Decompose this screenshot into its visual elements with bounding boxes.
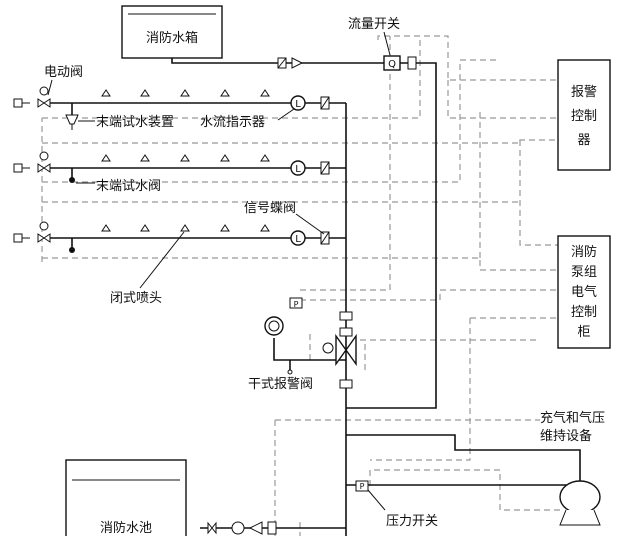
sprinkler-head xyxy=(140,224,150,232)
end-test-device-label: 末端试水装置 xyxy=(96,115,174,130)
sprinkler-head xyxy=(140,89,150,97)
sprinkler-head xyxy=(180,154,190,162)
motor-valve-label: 电动阀 xyxy=(44,65,83,80)
motor-valve-icon xyxy=(37,151,51,173)
water-motor-icon xyxy=(322,342,334,354)
inlet-connector-icon xyxy=(13,233,23,243)
fire-pump-icon xyxy=(231,521,245,535)
alarm-controller-line-2: 控制 xyxy=(571,109,597,124)
closed-sprinkler-label: 闭式喷头 xyxy=(110,291,162,306)
motor-valve-icon xyxy=(37,221,51,243)
check-valve-icon xyxy=(291,57,304,69)
sprinkler-head xyxy=(101,224,111,232)
butterfly-valve-icon xyxy=(320,96,330,110)
pressure-switch-icon xyxy=(289,297,303,309)
dry-alarm-valve-group: P 干式报警阀 xyxy=(248,297,357,392)
flow-switch-mark: Q xyxy=(388,59,396,70)
sprinkler-head xyxy=(180,224,190,232)
flow-indicator-mark: L xyxy=(295,164,301,175)
sprinkler-head xyxy=(220,224,230,232)
pump-assembly xyxy=(207,521,277,535)
motor-valve-icon xyxy=(37,86,51,108)
flow-switch-label: 流量开关 xyxy=(348,17,400,32)
inlet-connector-icon xyxy=(13,98,23,108)
motor-valves xyxy=(37,86,51,243)
pump-cabinet-line-4: 控制 xyxy=(571,305,597,320)
pressure-mark: P xyxy=(360,482,365,491)
sprinkler-head xyxy=(260,154,270,162)
end-test-valve-icon xyxy=(69,247,75,253)
branch-inlets xyxy=(13,98,30,243)
fire-water-tank: 消防水箱 xyxy=(121,5,223,59)
pressure-switch-label: 压力开关 xyxy=(386,514,438,529)
inlet-connector-icon xyxy=(13,163,23,173)
flow-indicator-mark: L xyxy=(295,99,301,110)
flow-indicator-icon: L xyxy=(290,95,306,111)
flow-indicator-icon: L xyxy=(290,160,306,176)
air-compressor-icon xyxy=(559,480,601,514)
sprinkler-head xyxy=(260,89,270,97)
butterfly-valve-icon xyxy=(320,161,330,175)
flow-indicators: L L L xyxy=(290,95,330,246)
gate-valve-icon xyxy=(267,521,277,535)
flow-indicator-label: 水流指示器 xyxy=(200,115,265,130)
gate-valve-icon xyxy=(339,379,353,389)
flow-indicator-mark: L xyxy=(295,234,301,245)
gate-valve-icon xyxy=(339,311,353,321)
check-valve-icon xyxy=(277,57,287,69)
signal-lines xyxy=(41,35,560,536)
sprinkler-head xyxy=(220,89,230,97)
pump-cabinet-line-3: 电气 xyxy=(571,284,597,300)
sprinkler-heads xyxy=(101,89,270,232)
end-test-valve-icon xyxy=(69,177,75,183)
air-supply-label-1: 充气和气压 xyxy=(540,410,605,426)
end-test-valve-label: 末端试水阀 xyxy=(96,179,161,194)
air-supply-label-2: 维持设备 xyxy=(540,428,592,444)
sprinkler-head xyxy=(220,154,230,162)
air-supply-equipment: 充气和气压 维持设备 xyxy=(540,410,605,526)
pressure-mark: P xyxy=(294,300,299,309)
sprinkler-head xyxy=(101,89,111,97)
gate-valve-icon xyxy=(407,56,417,70)
sprinkler-head xyxy=(260,224,270,232)
pressure-switch: P 压力开关 xyxy=(355,480,438,529)
alarm-controller-line-3: 器 xyxy=(577,133,590,148)
gate-valve-icon xyxy=(207,521,217,535)
sprinkler-head xyxy=(180,89,190,97)
butterfly-valve-icon xyxy=(320,231,330,245)
signal-butterfly-label: 信号蝶阀 xyxy=(244,201,296,216)
callout-labels: 电动阀 末端试水装置 水流指示器 末端试水阀 信号蝶阀 闭式喷头 xyxy=(44,65,325,306)
pump-cabinet-line-5: 柜 xyxy=(577,325,590,340)
pump-control-cabinet: 消防 泵组 电气 控制 柜 xyxy=(557,235,611,349)
check-valve-icon xyxy=(248,521,263,535)
alarm-controller: 报警 控制 器 xyxy=(557,59,611,171)
flow-switch: Q 流量开关 xyxy=(348,17,417,71)
fire-water-pool: 消防水池 xyxy=(65,459,187,536)
pump-cabinet-line-2: 泵组 xyxy=(571,265,597,280)
alarm-controller-line-1: 报警 xyxy=(571,84,597,100)
dry-alarm-valve-label: 干式报警阀 xyxy=(248,376,313,392)
sprinkler-head xyxy=(101,154,111,162)
sprinkler-head xyxy=(140,154,150,162)
pump-cabinet-line-1: 消防 xyxy=(571,244,597,260)
fire-pool-label: 消防水池 xyxy=(100,520,152,536)
fire-tank-label: 消防水箱 xyxy=(146,30,198,46)
end-test-device-icon xyxy=(65,114,79,130)
dry-alarm-valve-icon xyxy=(335,327,357,367)
flow-indicator-icon: L xyxy=(290,230,306,246)
